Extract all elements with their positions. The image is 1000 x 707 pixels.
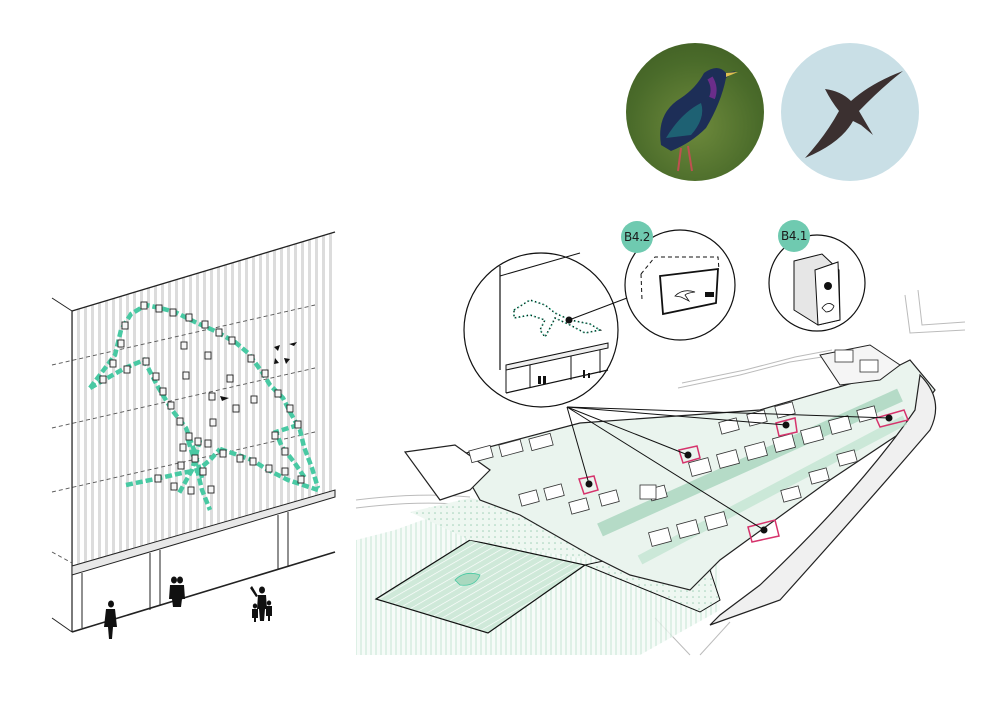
- swift-box-detail-circle: [624, 229, 736, 341]
- starling-photo: [626, 43, 764, 181]
- flying-birds: [220, 342, 297, 401]
- facade-detail-circle: [463, 252, 619, 408]
- starling-icon: [660, 68, 738, 172]
- swift-photo: [781, 43, 919, 181]
- facade-wall: [51, 231, 336, 633]
- nest-location-markers: [578, 409, 910, 543]
- starling-box-detail-circle: [768, 234, 866, 332]
- callout-badge-b4-1: B4.1: [778, 220, 810, 252]
- leader-lines: [566, 406, 890, 531]
- nest-boxes: [99, 301, 305, 495]
- people-silhouettes: [104, 576, 272, 639]
- site-context-roads: [355, 289, 966, 656]
- callout-code: B4.2: [623, 230, 651, 244]
- callout-code: B4.1: [780, 229, 808, 243]
- swift-icon: [805, 71, 903, 158]
- callout-badge-b4-2: B4.2: [621, 221, 653, 253]
- building-blocks: [468, 349, 879, 547]
- detail-connector-line: [568, 297, 628, 321]
